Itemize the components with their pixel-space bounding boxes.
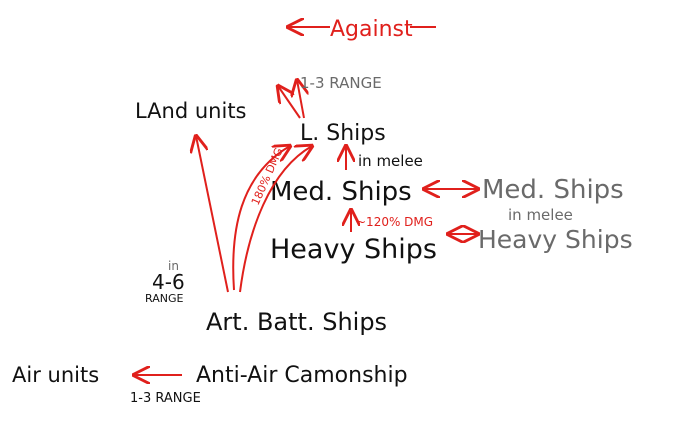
node-heavy-ships-right: Heavy Ships (478, 225, 633, 254)
node-med-ships-right: Med. Ships (482, 175, 624, 205)
node-land-units: LAnd units (135, 99, 247, 123)
node-anti-air: Anti-Air Camonship (196, 363, 408, 388)
range-arrows (278, 80, 304, 119)
note-in-range: in (168, 259, 179, 273)
note-in-melee-1: in melee (358, 152, 423, 170)
note-range-bottom: 1-3 RANGE (130, 391, 201, 406)
range-note-top: 1-3 RANGE (300, 74, 382, 92)
node-med-ships: Med. Ships (270, 177, 412, 207)
node-heavy-ships: Heavy Ships (270, 234, 437, 265)
arrows-art-batt (196, 136, 312, 293)
note-range-word: RANGE (145, 292, 183, 305)
note-dmg-mid: ~120% DMG (356, 215, 433, 229)
note-range-4-6: 4-6 (152, 270, 185, 294)
node-l-ships: L. Ships (300, 121, 386, 146)
node-art-batt-ships: Art. Batt. Ships (206, 308, 387, 336)
page-title: Against (330, 17, 413, 42)
node-air-units: Air units (12, 363, 99, 387)
note-in-melee-2: in melee (508, 206, 573, 224)
